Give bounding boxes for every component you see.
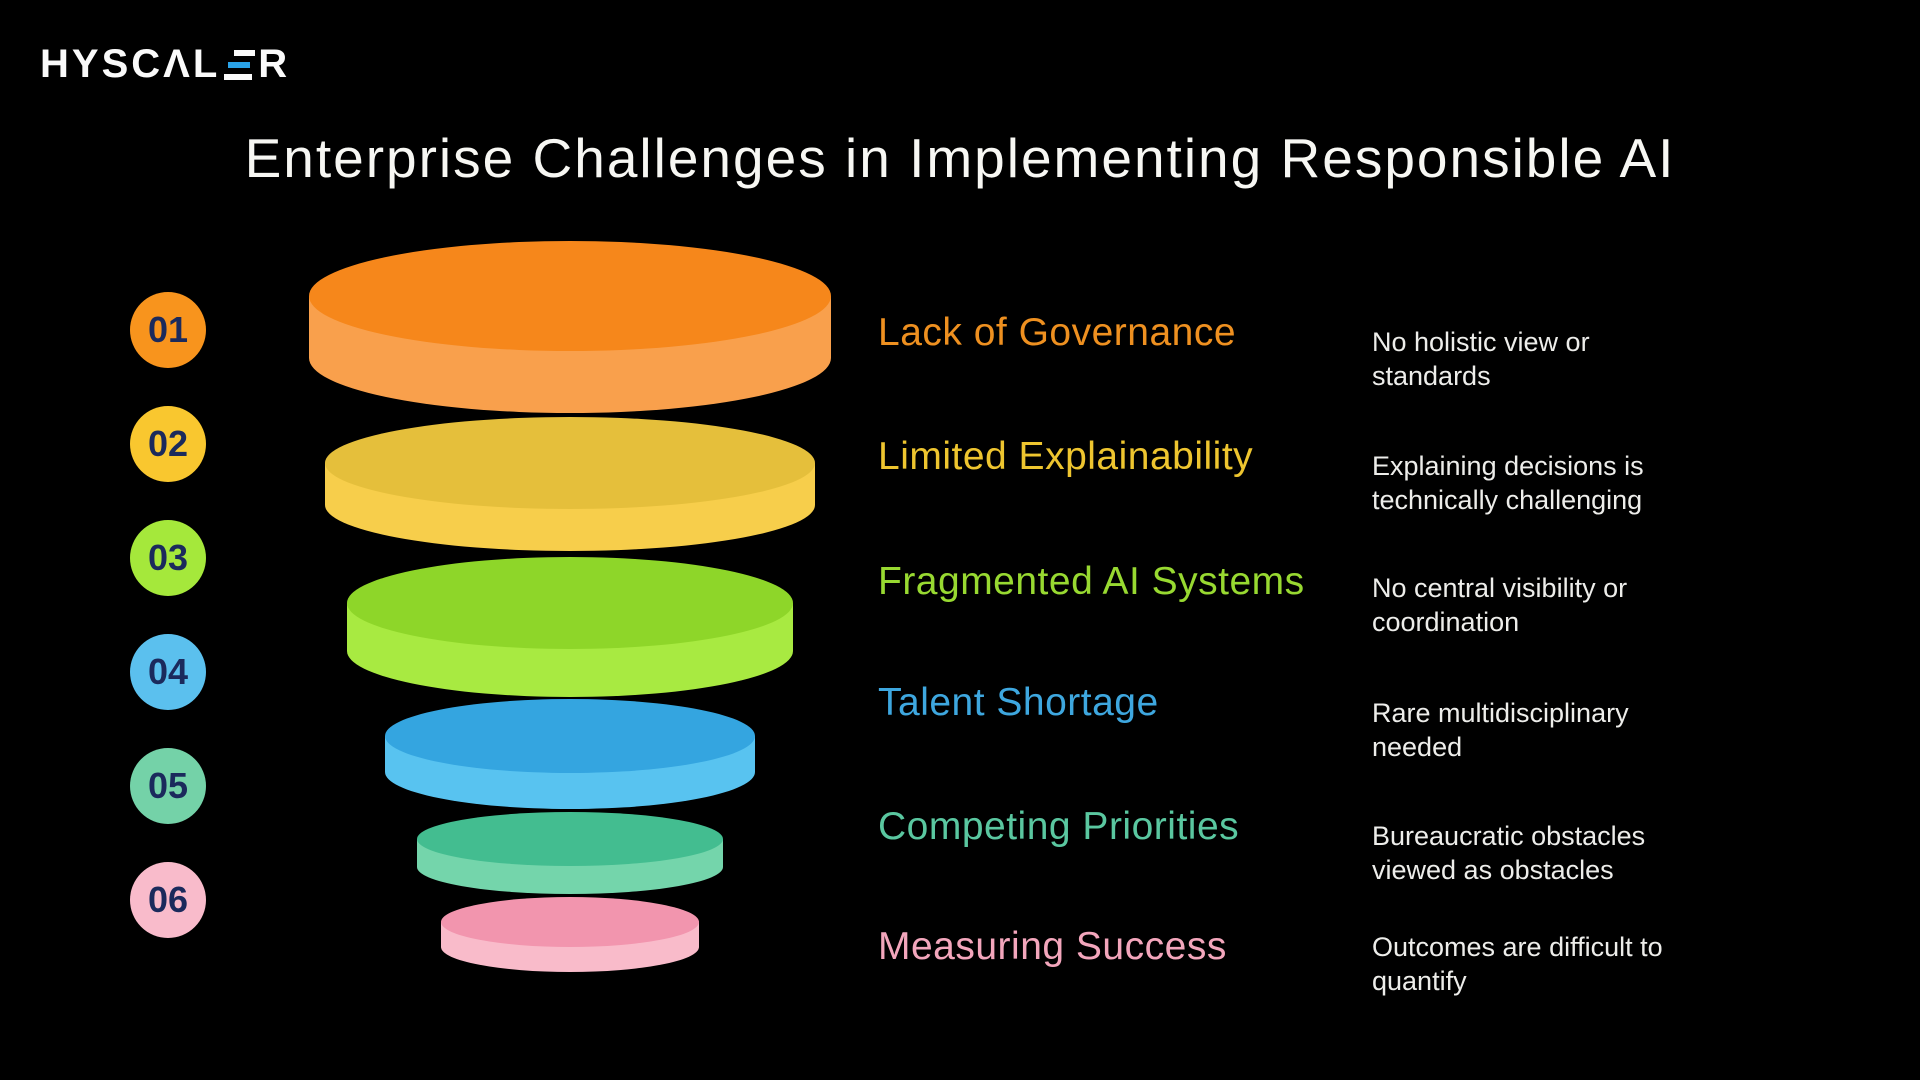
stage-number-badge: 05	[130, 748, 206, 824]
stage-number-badge: 02	[130, 406, 206, 482]
funnel-disc-4	[385, 699, 755, 809]
stage-number-badge: 04	[130, 634, 206, 710]
disc-side	[441, 922, 699, 972]
disc-side	[347, 603, 793, 697]
disc-top-face	[325, 417, 815, 509]
description-line: Outcomes are difficult to	[1372, 932, 1663, 962]
description-line: No central visibility or	[1372, 573, 1628, 603]
stage-number-badge: 01	[130, 292, 206, 368]
disc-top-face	[347, 557, 793, 649]
stage-number-badge: 03	[130, 520, 206, 596]
description-line: technically challenging	[1372, 485, 1643, 515]
description-line: viewed as obstacles	[1372, 855, 1614, 885]
stage-label: Lack of Governance	[878, 311, 1237, 354]
funnel-disc-2	[325, 417, 815, 551]
disc-top-face	[441, 897, 699, 947]
stage-description: Outcomes are difficult to quantify	[1372, 930, 1752, 998]
disc-top-face	[385, 699, 755, 773]
description-line: No holistic view or	[1372, 327, 1590, 357]
stage-label: Fragmented AI Systems	[878, 560, 1305, 603]
stage-number-badge: 06	[130, 862, 206, 938]
stage-description: Bureaucratic obstacles viewed as obstacl…	[1372, 819, 1752, 887]
disc-side	[325, 463, 815, 551]
hyscaler-logo: HYSCΛL R	[40, 42, 290, 87]
funnel-disc-6	[441, 897, 699, 972]
disc-side	[385, 736, 755, 809]
funnel-disc-3	[347, 557, 793, 697]
stage-label: Measuring Success	[878, 925, 1227, 968]
disc-top-face	[417, 812, 723, 866]
stage-description: Rare multidisciplinary needed	[1372, 696, 1752, 764]
description-line: Explaining decisions is	[1372, 451, 1644, 481]
logo-e-top-bar	[234, 49, 256, 56]
stage-description: No central visibility or coordination	[1372, 571, 1752, 639]
logo-text-prefix: HYSCΛL	[40, 42, 221, 86]
description-line: Bureaucratic obstacles	[1372, 821, 1646, 851]
description-line: standards	[1372, 361, 1491, 391]
logo-e-accent-bar	[228, 61, 251, 68]
description-line: Rare multidisciplinary	[1372, 698, 1629, 728]
page-title: Enterprise Challenges in Implementing Re…	[244, 127, 1676, 189]
stage-label: Limited Explainability	[878, 435, 1254, 478]
disc-side	[309, 296, 831, 413]
logo-text-suffix: R	[258, 42, 291, 86]
stage-label: Competing Priorities	[878, 805, 1240, 848]
logo-e-bottom-bar	[224, 73, 253, 80]
logo-stylized-e-glyph	[224, 49, 256, 80]
stage-label: Talent Shortage	[878, 681, 1159, 724]
funnel-disc-5	[417, 812, 723, 894]
stage-description: Explaining decisions is technically chal…	[1372, 449, 1752, 517]
description-line: needed	[1372, 732, 1463, 762]
disc-top-face	[309, 241, 831, 351]
description-line: quantify	[1372, 966, 1467, 996]
description-line: coordination	[1372, 607, 1520, 637]
stage-description: No holistic view or standards	[1372, 325, 1752, 393]
disc-side	[417, 839, 723, 894]
funnel-disc-1	[309, 241, 831, 413]
